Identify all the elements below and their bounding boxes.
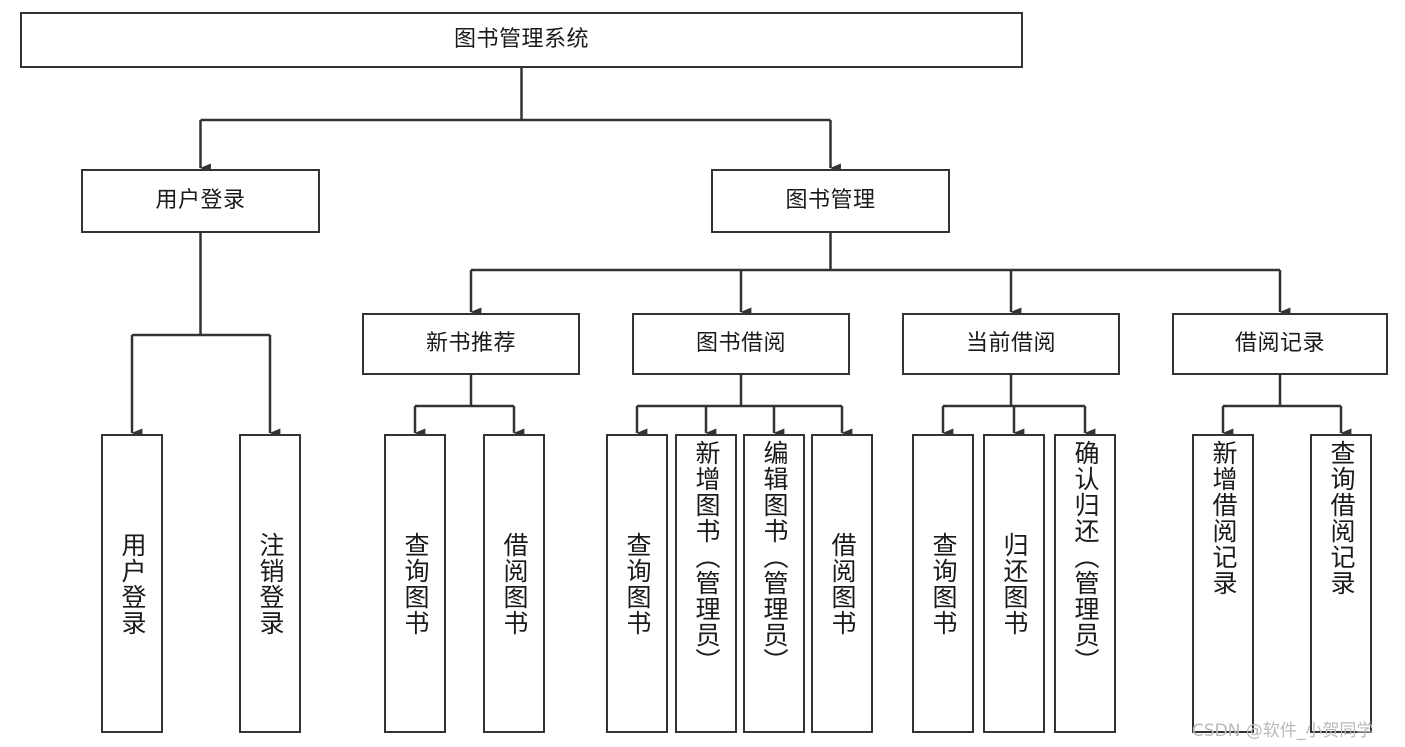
node-label: 查询图书 (401, 531, 430, 636)
node-label: 查询借阅记录 (1327, 440, 1356, 596)
node-records[interactable]: 借阅记录 (1172, 313, 1388, 375)
node-label: 用户登录 (118, 531, 147, 636)
node-newbook[interactable]: 新书推荐 (362, 313, 580, 375)
node-current[interactable]: 当前借阅 (902, 313, 1120, 375)
node-label: 注销登录 (256, 531, 285, 636)
node-label: 查询图书 (929, 531, 958, 636)
node-leaf-cur-2[interactable]: 归还图书 (983, 434, 1045, 733)
node-label: 借阅图书 (828, 531, 857, 636)
node-label: 查询图书 (623, 531, 652, 636)
node-label: 图书借阅 (695, 330, 786, 356)
node-leaf-rec-2[interactable]: 查询借阅记录 (1310, 434, 1372, 733)
node-leaf-new-1[interactable]: 查询图书 (384, 434, 446, 733)
node-leaf-borrow-3[interactable]: 编辑图书（管理员） (743, 434, 805, 733)
node-label: 图书管理 (785, 187, 876, 213)
edge-group (130, 68, 1352, 438)
node-label: 用户登录 (155, 187, 246, 213)
node-leaf-borrow-4[interactable]: 借阅图书 (811, 434, 873, 733)
node-label: 图书管理系统 (453, 26, 589, 52)
node-label: 确认归还（管理员） (1071, 440, 1100, 674)
node-leaf-borrow-2[interactable]: 新增图书（管理员） (675, 434, 737, 733)
node-label: 编辑图书（管理员） (760, 440, 789, 674)
node-leaf-rec-1[interactable]: 新增借阅记录 (1192, 434, 1254, 733)
node-login[interactable]: 用户登录 (81, 169, 320, 233)
node-leaf-cur-1[interactable]: 查询图书 (912, 434, 974, 733)
node-leaf-login-1[interactable]: 用户登录 (101, 434, 163, 733)
node-borrow[interactable]: 图书借阅 (632, 313, 850, 375)
watermark: CSDN @软件_小贺同学 (1192, 721, 1374, 741)
node-root[interactable]: 图书管理系统 (20, 12, 1023, 68)
node-label: 新书推荐 (425, 330, 516, 356)
node-leaf-login-2[interactable]: 注销登录 (239, 434, 301, 733)
node-bookmgmt[interactable]: 图书管理 (711, 169, 950, 233)
node-label: 借阅图书 (500, 531, 529, 636)
node-label: 当前借阅 (965, 330, 1056, 356)
node-label: 借阅记录 (1234, 330, 1325, 356)
node-leaf-cur-3[interactable]: 确认归还（管理员） (1054, 434, 1116, 733)
node-label: 新增图书（管理员） (692, 440, 721, 674)
node-leaf-new-2[interactable]: 借阅图书 (483, 434, 545, 733)
node-label: 归还图书 (1000, 531, 1029, 636)
node-leaf-borrow-1[interactable]: 查询图书 (606, 434, 668, 733)
node-label: 新增借阅记录 (1209, 440, 1238, 596)
